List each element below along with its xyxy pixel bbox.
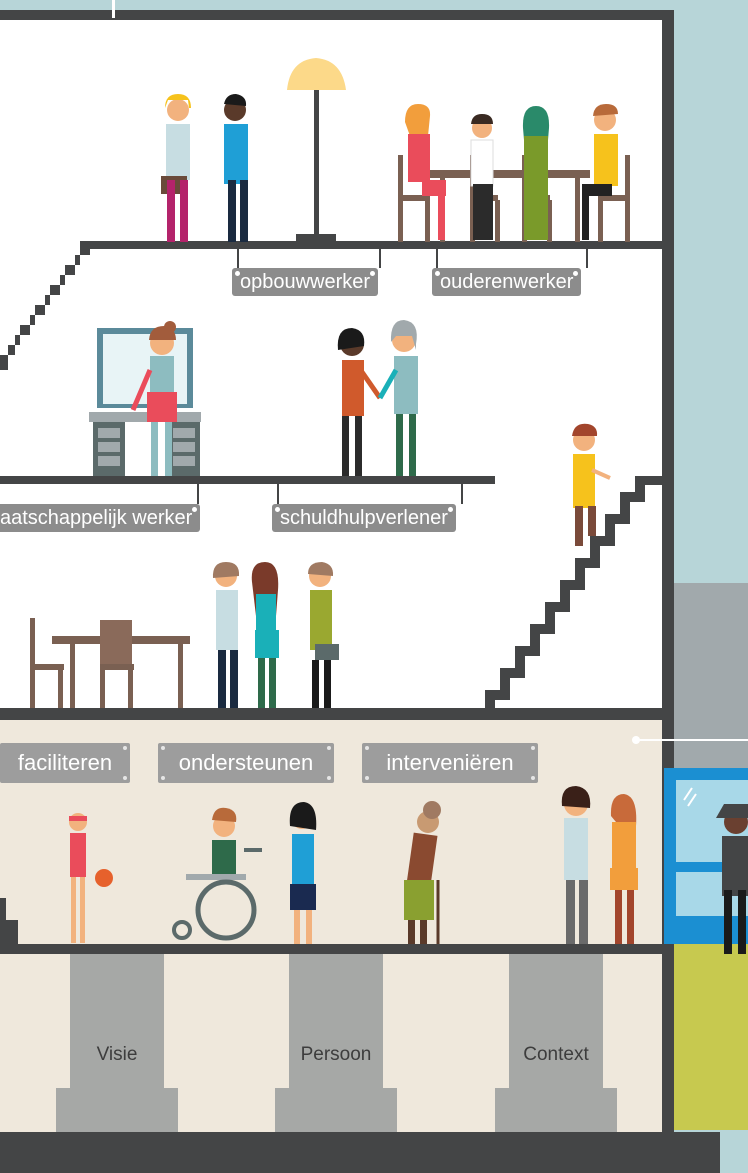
staircase-ground	[0, 898, 18, 944]
person-at-door	[716, 804, 748, 954]
person-blonde	[161, 94, 191, 242]
role-tag-ouderenwerker: ouderenwerker	[432, 268, 582, 296]
role-tag-maatschappelijk-werker: aatschappelijk werker	[0, 504, 201, 532]
person-at-whiteboard	[130, 321, 177, 476]
people-shaking-hands	[337, 320, 418, 476]
floor-slabs	[0, 241, 662, 484]
pillar-label-persoon: Persoon	[300, 1044, 372, 1065]
plaque-label: interveniëren	[386, 750, 514, 775]
couple-standing	[561, 786, 638, 944]
tag-strings	[197, 249, 588, 504]
group-of-three	[212, 562, 339, 708]
foundation-pillars	[56, 954, 617, 1132]
plaque-faciliteren: faciliteren	[0, 743, 130, 783]
staircase-left	[0, 241, 90, 370]
pillar-label-context: Context	[523, 1044, 589, 1065]
pointer-dot	[632, 736, 640, 744]
person-pushing-wheelchair	[289, 802, 317, 944]
building-frame	[0, 0, 720, 1173]
elderly-person-with-cane	[404, 801, 441, 944]
floor-lamp	[287, 58, 346, 241]
role-tag-opbouwwerker: opbouwwerker	[232, 268, 379, 296]
child-with-ball	[69, 813, 113, 943]
meeting-table	[398, 104, 630, 242]
dining-table	[30, 618, 190, 708]
staircase-right	[485, 476, 662, 708]
pillar-label-visie: Visie	[96, 1044, 138, 1065]
plaque-ondersteunen: ondersteunen	[158, 743, 334, 783]
grass-patch	[670, 940, 748, 1130]
role-tag-schuldhulpverlener: schuldhulpverlener	[272, 504, 456, 532]
person-dark	[224, 94, 248, 242]
person-in-wheelchair	[172, 807, 262, 941]
person-on-stairs	[572, 423, 611, 546]
plaque-interveniëren: interveniëren	[362, 743, 538, 783]
plaque-label: faciliteren	[17, 750, 113, 775]
plaque-label: ondersteunen	[178, 750, 314, 775]
neighbour-building	[660, 583, 748, 773]
